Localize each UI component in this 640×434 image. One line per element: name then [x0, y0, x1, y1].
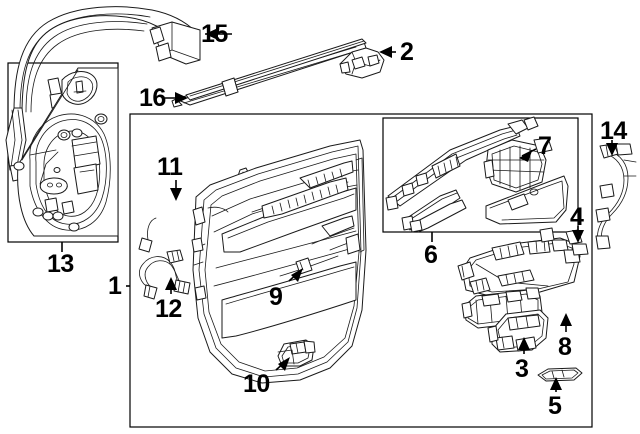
callout-14-cable: 14 — [600, 117, 627, 145]
leader-14 — [606, 140, 618, 156]
leader-3 — [518, 337, 530, 354]
callout-15-weatherstrip: 15 — [201, 20, 228, 48]
part-belt-molding — [171, 38, 367, 108]
part-door-trim-panel — [191, 139, 367, 384]
main-door-trim-frame — [129, 113, 593, 428]
upper-trim-group-frame — [382, 117, 579, 233]
callout-2-retainer: 2 — [400, 38, 414, 66]
callout-12-wire-harness: 12 — [155, 295, 182, 323]
callout-10-door-lock-switch: 10 — [243, 370, 270, 398]
callout-8-window-switch: 8 — [558, 333, 572, 361]
leader-15 — [205, 28, 232, 40]
leader-2 — [379, 46, 396, 58]
leader-16 — [165, 92, 188, 104]
part-window-regulator — [13, 67, 119, 237]
callout-3-handle-bezel: 3 — [515, 355, 529, 383]
leader-11 — [170, 180, 182, 201]
part-wire-harness — [138, 217, 191, 300]
leader-5 — [550, 377, 562, 392]
part-molding-retainer — [339, 47, 385, 79]
callout-13-window-regulator: 13 — [47, 250, 74, 278]
part-cover-plate — [537, 367, 583, 382]
leader-8 — [560, 313, 572, 332]
part-upper-trim-group — [385, 116, 569, 233]
callout-6-upper-trim-group: 6 — [424, 241, 438, 269]
part-inside-handle-bezel — [487, 309, 549, 353]
part-switch-housing — [457, 227, 589, 297]
callout-4-switch-assembly: 4 — [570, 203, 584, 231]
leader-10 — [275, 357, 290, 371]
callout-1-door-trim-panel: 1 — [108, 272, 122, 300]
leader-7 — [519, 148, 537, 162]
callout-9-pull-cup-clip: 9 — [269, 283, 283, 311]
leader-9 — [288, 268, 303, 282]
leader-12 — [165, 277, 177, 294]
callout-5-cover-plate: 5 — [548, 392, 562, 420]
callout-7-latch-module: 7 — [538, 132, 552, 160]
leader-4 — [572, 226, 584, 243]
callout-16-belt-molding: 16 — [139, 84, 166, 112]
part-control-cable — [595, 143, 637, 250]
callout-11-bracket: 11 — [157, 153, 183, 181]
